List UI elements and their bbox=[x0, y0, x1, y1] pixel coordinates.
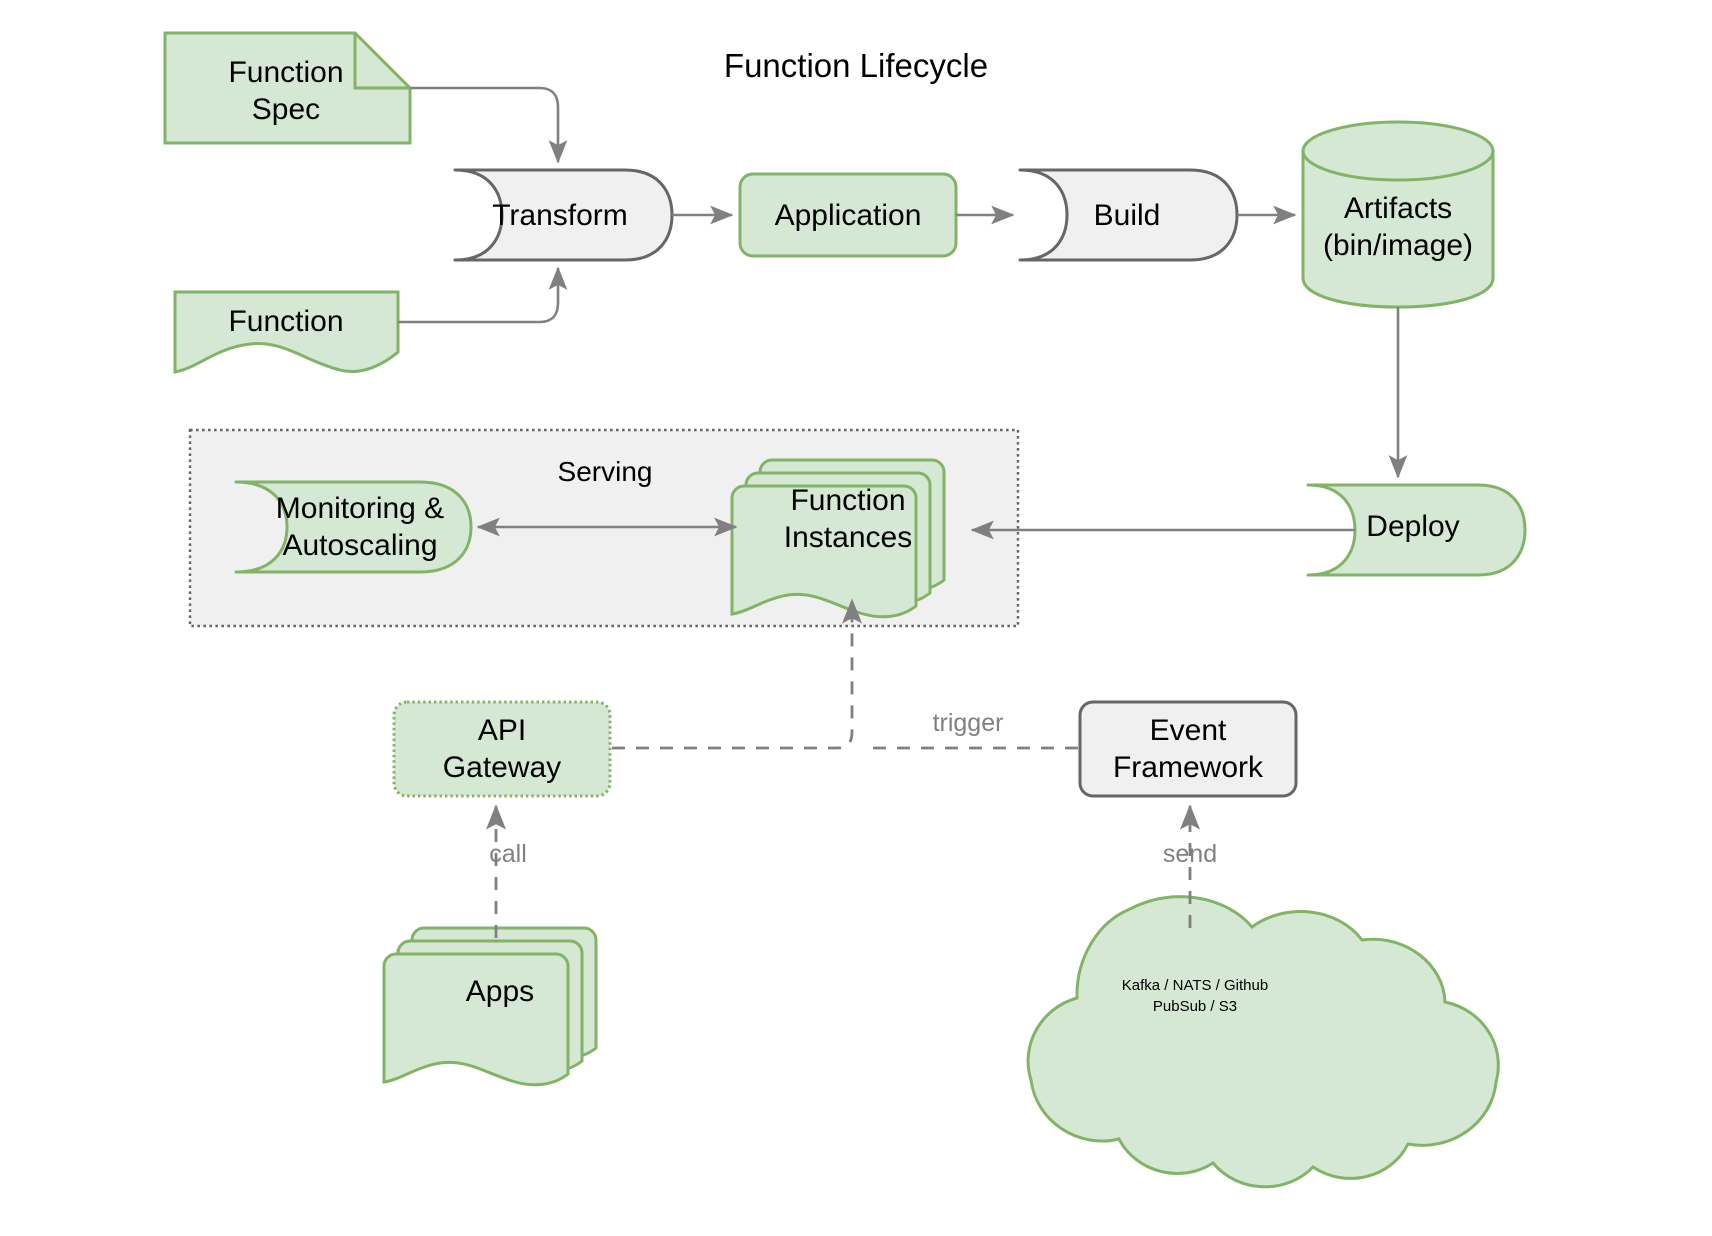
node-function-instances[interactable] bbox=[730, 458, 946, 619]
edge-api-gateway-to-instances bbox=[612, 598, 863, 750]
node-apps[interactable] bbox=[382, 926, 598, 1087]
node-transform[interactable] bbox=[453, 168, 674, 262]
node-event-framework[interactable] bbox=[1078, 700, 1298, 798]
node-monitoring-autoscaling[interactable] bbox=[234, 480, 473, 574]
node-api-gateway[interactable] bbox=[392, 700, 612, 798]
edge-function-to-transform bbox=[398, 266, 568, 324]
node-artifacts[interactable] bbox=[1301, 120, 1495, 309]
node-function[interactable] bbox=[173, 290, 400, 374]
node-application[interactable] bbox=[738, 172, 958, 258]
node-function-spec[interactable] bbox=[163, 31, 412, 145]
node-event-sources-cloud[interactable] bbox=[1026, 895, 1500, 1189]
node-build[interactable] bbox=[1018, 168, 1239, 262]
node-deploy[interactable] bbox=[1306, 483, 1527, 577]
edge-function-spec-to-transform bbox=[410, 86, 568, 164]
